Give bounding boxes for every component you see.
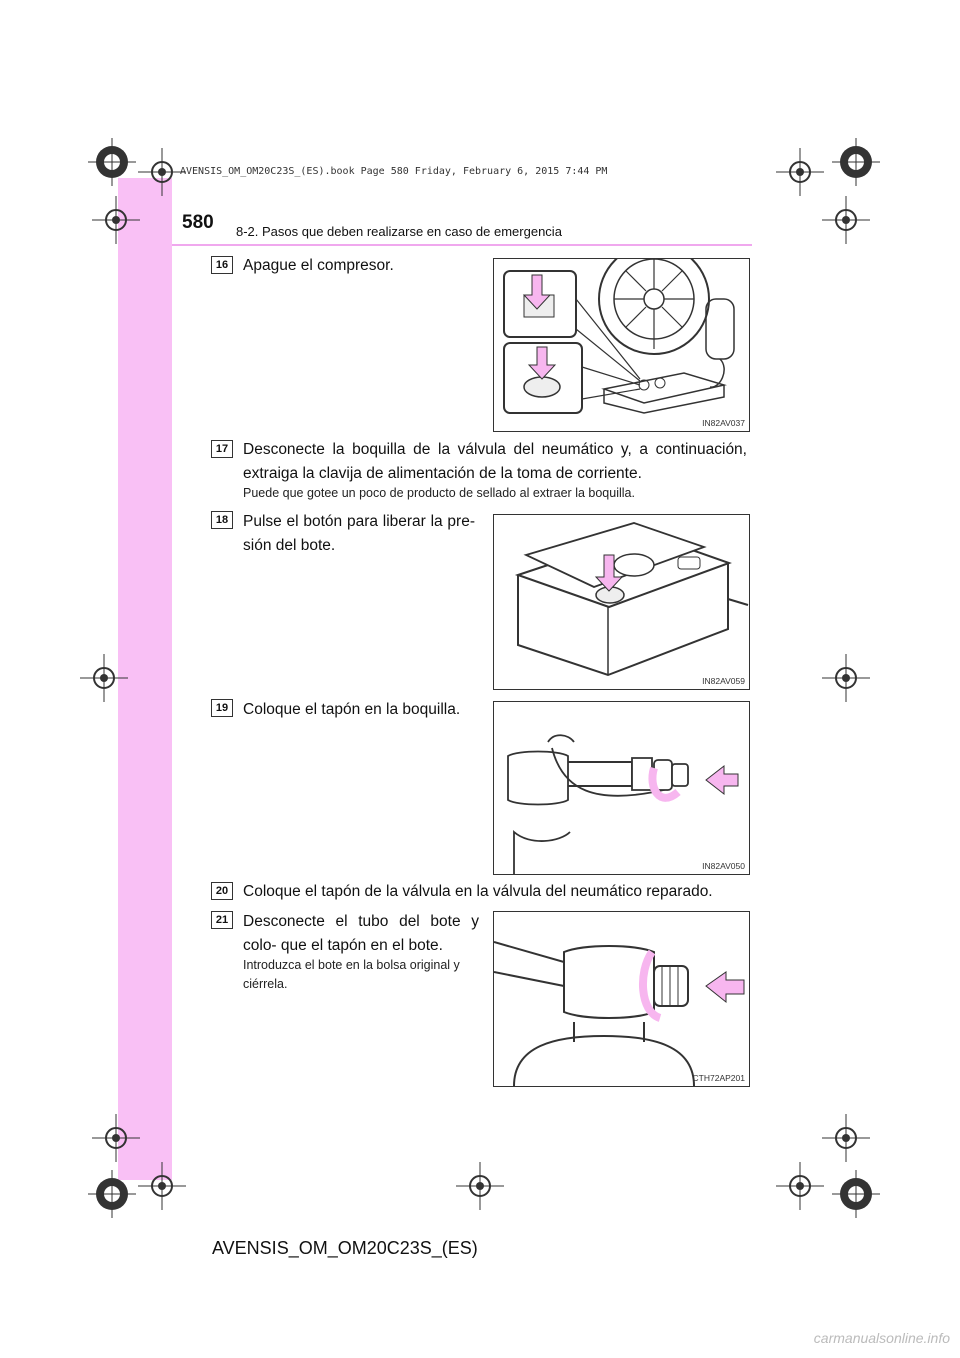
figure-code: IN82AV050 xyxy=(702,861,745,871)
step-text: Desconecte la boquilla de la válvula del… xyxy=(243,441,747,482)
step-note: Puede que gotee un poco de producto de s… xyxy=(243,486,635,500)
figure-code: IN82AV037 xyxy=(702,418,745,428)
step-number-badge: 19 xyxy=(211,699,233,717)
registration-mark-icon xyxy=(92,196,140,244)
bottle-cap-figure: CTH72AP201 xyxy=(493,911,750,1087)
registration-mark-icon xyxy=(138,1162,186,1210)
step-number-badge: 17 xyxy=(211,440,233,458)
manual-code-footer: AVENSIS_OM_OM20C23S_(ES) xyxy=(212,1238,478,1258)
registration-mark-icon xyxy=(92,1114,140,1162)
step-text: Desconecte el tubo del bote y colo- que … xyxy=(243,913,479,954)
registration-mark-icon xyxy=(80,654,128,702)
step-text: Coloque el tapón de la válvula en la vál… xyxy=(243,883,713,900)
registration-mark-icon xyxy=(456,1162,504,1210)
print-info-line: AVENSIS_OM_OM20C23S_(ES).book Page 580 F… xyxy=(180,166,608,177)
registration-mark-icon xyxy=(138,148,186,196)
registration-mark-icon xyxy=(88,1170,136,1218)
step-number-badge: 18 xyxy=(211,511,233,529)
registration-mark-icon xyxy=(832,138,880,186)
step-note: Introduzca el bote en la bolsa original … xyxy=(243,958,460,991)
registration-mark-icon xyxy=(776,1162,824,1210)
registration-mark-icon xyxy=(776,148,824,196)
side-color-band xyxy=(118,178,172,1180)
registration-mark-icon xyxy=(88,138,136,186)
step-text: Apague el compresor. xyxy=(243,257,394,274)
nozzle-cap-figure: IN82AV050 xyxy=(493,701,750,875)
step-text: Coloque el tapón en la boquilla. xyxy=(243,701,461,718)
figure-code: CTH72AP201 xyxy=(692,1073,745,1083)
site-watermark: carmanualsonline.info xyxy=(813,1330,950,1346)
section-title: 8-2. Pasos que deben realizarse en caso … xyxy=(236,224,562,239)
figure-code: IN82AV059 xyxy=(702,676,745,686)
registration-mark-icon xyxy=(822,196,870,244)
step-number-badge: 20 xyxy=(211,882,233,900)
registration-mark-icon xyxy=(822,1114,870,1162)
compressor-switch-figure: IN82AV037 xyxy=(493,258,750,432)
step-number-badge: 16 xyxy=(211,256,233,274)
registration-mark-icon xyxy=(822,654,870,702)
header-rule xyxy=(172,244,752,246)
page-number: 580 xyxy=(182,212,214,233)
release-button-figure: IN82AV059 xyxy=(493,514,750,690)
step-number-badge: 21 xyxy=(211,911,233,929)
registration-mark-icon xyxy=(832,1170,880,1218)
step-text: Pulse el botón para liberar la pre- sión… xyxy=(243,513,475,554)
